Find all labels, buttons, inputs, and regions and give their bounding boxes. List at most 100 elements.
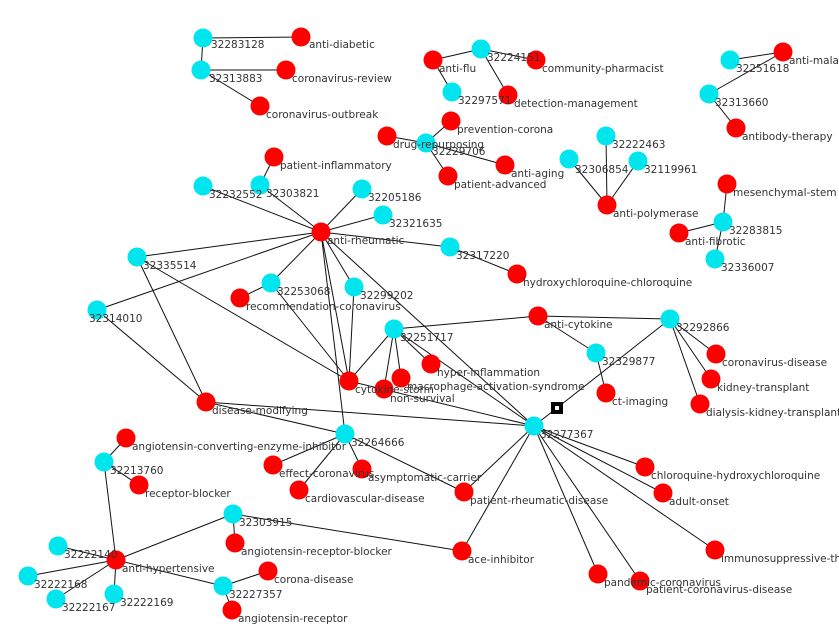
term-node[interactable] [377,126,397,146]
term-node[interactable] [222,600,242,620]
paper-node[interactable] [596,126,616,146]
paper-node[interactable] [416,133,436,153]
node-label: 32251717 [400,332,453,344]
paper-node[interactable] [223,504,243,524]
paper-node[interactable] [344,277,364,297]
term-node[interactable] [669,223,689,243]
term-node[interactable] [705,540,725,560]
term-node[interactable] [263,455,283,475]
paper-node[interactable] [104,584,124,604]
term-node[interactable] [116,428,136,448]
term-node[interactable] [352,459,372,479]
node-label: 32313660 [715,97,768,109]
paper-node[interactable] [373,205,393,225]
paper-node[interactable] [352,179,372,199]
paper-node[interactable] [586,343,606,363]
paper-node[interactable] [335,424,355,444]
term-node[interactable] [423,50,443,70]
edge [96,231,322,311]
term-node[interactable] [311,222,331,242]
term-node[interactable] [588,564,608,584]
paper-node[interactable] [559,149,579,169]
term-node[interactable] [106,550,126,570]
term-node[interactable] [630,571,650,591]
term-node[interactable] [250,96,270,116]
edge [205,401,346,435]
term-node[interactable] [289,480,309,500]
node-label: 32335514 [143,260,197,272]
paper-node[interactable] [660,309,680,329]
term-node[interactable] [258,561,278,581]
node-label: 32292866 [676,322,730,334]
paper-node[interactable] [713,212,733,232]
paper-node[interactable] [193,176,213,196]
paper-node[interactable] [442,82,462,102]
term-node[interactable] [495,155,515,175]
node-label: 32213760 [110,465,163,477]
paper-node[interactable] [213,576,233,596]
node-label: 32277367 [540,429,593,441]
paper-node[interactable] [705,249,725,269]
edge [259,184,322,233]
term-node[interactable] [129,475,149,495]
term-node[interactable] [507,264,527,284]
term-node[interactable] [452,541,472,561]
term-node[interactable] [717,174,737,194]
term-node[interactable] [438,166,458,186]
term-node[interactable] [528,306,548,326]
edge [537,315,671,320]
term-node[interactable] [291,27,311,47]
node-layer [18,27,793,620]
term-node[interactable] [391,368,411,388]
term-node[interactable] [454,482,474,502]
paper-node[interactable] [384,319,404,339]
node-label: 32253068 [277,286,330,298]
term-node[interactable] [706,344,726,364]
term-node[interactable] [596,383,616,403]
term-node[interactable] [726,118,746,138]
edge [205,401,535,427]
paper-node[interactable] [48,536,68,556]
node-label: anti-cytokine [544,319,613,331]
paper-node[interactable] [524,416,544,436]
term-node[interactable] [498,85,518,105]
node-label: coronavirus-review [292,73,392,85]
edge [232,513,463,552]
paper-node[interactable] [471,39,491,59]
node-label: 32222463 [612,139,665,151]
term-node[interactable] [597,195,617,215]
paper-node[interactable] [193,28,213,48]
edge [449,246,518,275]
term-node[interactable] [441,111,461,131]
paper-node[interactable] [127,247,147,267]
term-node[interactable] [264,147,284,167]
term-node[interactable] [421,354,441,374]
paper-node[interactable] [440,237,460,257]
term-node[interactable] [635,457,655,477]
paper-node[interactable] [94,452,114,472]
paper-node[interactable] [250,175,270,195]
paper-node[interactable] [720,50,740,70]
paper-node[interactable] [46,589,66,609]
paper-node[interactable] [699,84,719,104]
term-node[interactable] [276,60,296,80]
term-node[interactable] [196,392,216,412]
term-node[interactable] [374,379,394,399]
term-node[interactable] [339,371,359,391]
paper-node[interactable] [87,300,107,320]
node-label: effect-coronavirus [279,468,374,480]
paper-node[interactable] [261,273,281,293]
term-node[interactable] [230,288,250,308]
term-node[interactable] [653,483,673,503]
term-node[interactable] [225,533,245,553]
edge [463,425,535,493]
term-node[interactable] [690,394,710,414]
paper-node[interactable] [628,151,648,171]
node-label: anti-fibrotic [685,236,746,248]
term-node[interactable] [773,42,793,62]
paper-node[interactable] [18,566,38,586]
term-node[interactable] [526,50,546,70]
paper-node[interactable] [191,60,211,80]
edge [96,309,207,403]
term-node[interactable] [701,369,721,389]
